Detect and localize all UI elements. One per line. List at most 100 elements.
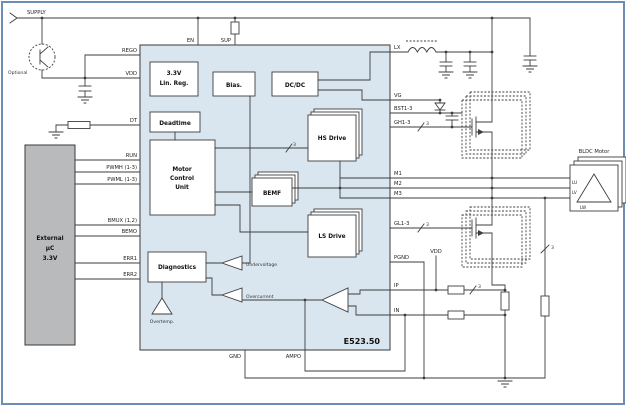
pin-label-pwmh: PWMH (1-3)	[106, 165, 137, 171]
ground-icon	[462, 71, 478, 79]
chip-name: E523.50	[344, 337, 381, 346]
uc-label-line2: µC	[46, 246, 55, 252]
pin-label-run: RUN	[126, 153, 137, 159]
pin-label-gnd: GND	[229, 354, 241, 360]
bottom-network: GND AMPO	[229, 299, 546, 388]
current-sense-amp	[320, 287, 349, 313]
amplifier-icon	[320, 287, 349, 313]
ground-icon	[522, 65, 538, 73]
wire	[389, 261, 425, 379]
resistor-icon	[230, 21, 240, 35]
wire	[55, 124, 69, 133]
bus-width-marker: 3	[426, 121, 429, 127]
deadtime-label: Deadtime	[159, 121, 191, 127]
diode-icon	[434, 99, 446, 114]
resistor-icon	[447, 285, 465, 295]
right-pin-labels: LX VG BST1-3 GH1-3 M1 M2 M3 GL1-3 PGND I…	[394, 45, 412, 314]
bias-block: Bias.	[212, 71, 256, 97]
pin-label-err1: ERR1	[123, 256, 137, 262]
vdd-tap-label: VDD	[430, 249, 442, 255]
capacitor-icon	[523, 17, 537, 67]
chip-internal-wires	[161, 51, 391, 316]
capacitor-icon	[463, 51, 477, 73]
pin-label-en: EN	[187, 38, 194, 44]
mcu-label-line2: Control	[170, 176, 194, 182]
wire	[205, 277, 223, 296]
supply-label: SUPPLY	[27, 10, 47, 16]
motor-phase-lv: LV	[572, 190, 577, 195]
wire	[317, 89, 391, 101]
wire	[491, 232, 506, 293]
wire	[304, 299, 406, 372]
pin-label-sup: SUP	[221, 38, 231, 44]
uc-label-line3: 3.3V	[43, 256, 58, 262]
pin-label-gl: GL1-3	[394, 221, 409, 227]
pin-label-bemo: BEMO	[122, 229, 137, 235]
transistor-icon	[28, 43, 56, 71]
ground-icon	[438, 71, 454, 79]
wire	[214, 204, 309, 233]
mcu-label-line1: Motor	[172, 167, 192, 173]
shunt-resistor-icon	[500, 291, 510, 311]
pin-label-vdd: VDD	[125, 71, 137, 77]
wire	[347, 289, 391, 295]
uc-box	[24, 144, 76, 346]
comparator-icon	[220, 287, 243, 303]
bemf-block: BEMF	[251, 171, 299, 207]
bus-width-marker: 3	[293, 142, 296, 148]
linreg-label-line1: 3.3V	[167, 71, 182, 77]
chip-block: E523.50 3.3V Lin. Reg. Bias. DC/DC Deadt…	[139, 44, 391, 351]
wire	[241, 95, 251, 264]
linreg-block: 3.3V Lin. Reg.	[149, 61, 199, 97]
diagnostics-block: Diagnostics	[147, 251, 207, 283]
pin-label-ip: IP	[394, 283, 399, 289]
ground-icon	[497, 380, 513, 388]
ls-drive-block: LS Drive	[307, 208, 363, 258]
comparator-icon	[220, 255, 243, 271]
pin-label-lx: LX	[394, 45, 401, 51]
wire	[347, 305, 391, 316]
overcurrent-label: Overcurrent	[246, 294, 274, 300]
supply-rail: SUPPLY	[9, 10, 531, 24]
dt-network: DT	[48, 118, 141, 139]
mosfet-icon	[471, 217, 493, 239]
mcu-block: Motor Control Unit	[149, 139, 216, 216]
comparator-icon	[151, 297, 173, 315]
bemf-label: BEMF	[263, 191, 281, 197]
ls-drive-label: LS Drive	[318, 234, 345, 240]
capacitor-icon	[439, 51, 453, 73]
pin-label-err2: ERR2	[123, 272, 137, 278]
motor-title: BLDC Motor	[579, 149, 611, 155]
resistor-icon	[447, 310, 465, 320]
deadtime-block: Deadtime	[149, 111, 201, 133]
bus-width-marker: 3	[478, 284, 481, 290]
diagnostics-label: Diagnostics	[158, 265, 197, 271]
pin-label-rego: REGO	[122, 48, 137, 54]
pin-label-bst: BST1-3	[394, 106, 412, 112]
pin-label-pwml: PWML (1-3)	[107, 177, 137, 183]
junction-dots	[40, 16, 547, 380]
resistor-icon	[67, 121, 91, 129]
pin-label-pgnd: PGND	[394, 255, 409, 261]
pin-label-m3: M3	[394, 191, 402, 197]
bootstrap-network	[389, 99, 473, 128]
bldc-motor: BLDC Motor LU LV LW	[569, 149, 626, 212]
pin-label-vg: VG	[394, 93, 402, 99]
pin-label-in: IN	[394, 308, 400, 314]
linreg-label-line2: Lin. Reg.	[160, 81, 189, 87]
motor-winding-icon	[576, 173, 612, 203]
current-sense-network: VDD	[389, 197, 550, 379]
wire	[317, 51, 391, 81]
motor-phase-lw: LW	[580, 205, 586, 210]
pin-label-dt: DT	[130, 118, 138, 124]
bus-width-marker: 3	[426, 222, 429, 228]
overcurrent-comparator: Overcurrent	[220, 287, 274, 303]
mosfet-icon	[471, 99, 493, 138]
mcu-label-line3: Unit	[175, 185, 189, 191]
dcdc-block: DC/DC	[271, 71, 319, 97]
bus-width-marker: 3	[551, 245, 554, 251]
optional-label: Optional	[8, 70, 27, 76]
undervoltage-comparator: Undervoltage	[220, 255, 277, 271]
